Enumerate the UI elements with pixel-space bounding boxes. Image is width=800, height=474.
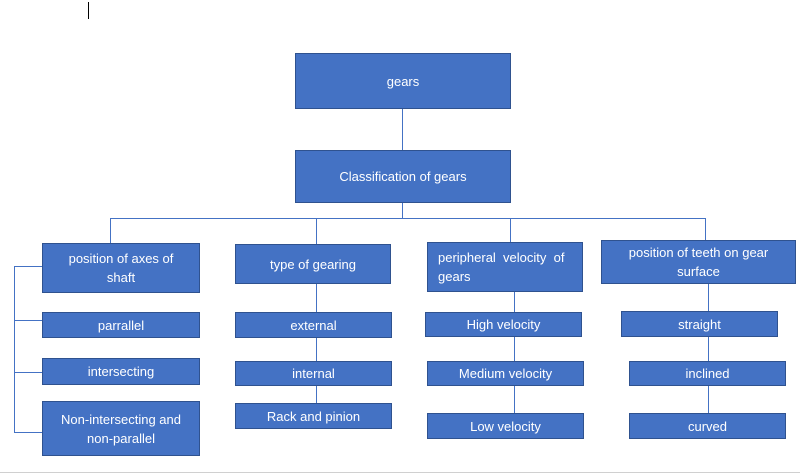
leaf-node: parrallel (42, 312, 200, 338)
category-node-axes: position of axes of shaft (42, 243, 200, 293)
text-cursor (88, 2, 89, 19)
leaf-node: Low velocity (427, 413, 584, 439)
leaf-node: internal (235, 361, 392, 386)
leaf-node: external (235, 312, 392, 338)
classification-node: Classification of gears (295, 150, 511, 203)
category-node-gearing: type of gearing (235, 244, 391, 284)
category-node-teeth: position of teeth on gear surface (601, 240, 796, 284)
leaf-node: Medium velocity (427, 361, 584, 386)
root-node-label: gears (386, 73, 420, 89)
category-label: position of teeth on gear surface (628, 245, 769, 279)
leaf-node: intersecting (42, 358, 200, 385)
root-node-gears: gears (295, 53, 511, 109)
page-bottom-rule (0, 472, 800, 473)
category-node-velocity: peripheral velocity of gears (427, 242, 583, 292)
category-label: peripheral velocity of gears (438, 250, 569, 284)
leaf-node: curved (629, 413, 786, 439)
leaf-node: Rack and pinion (235, 403, 392, 429)
leaf-node: inclined (629, 361, 786, 386)
leaf-node: straight (621, 311, 778, 337)
category-label: position of axes of shaft (68, 251, 174, 285)
leaf-node: High velocity (425, 312, 582, 337)
category-label: type of gearing (269, 256, 356, 272)
classification-node-label: Classification of gears (339, 169, 467, 184)
leaf-node: Non-intersecting and non-parallel (42, 401, 200, 456)
